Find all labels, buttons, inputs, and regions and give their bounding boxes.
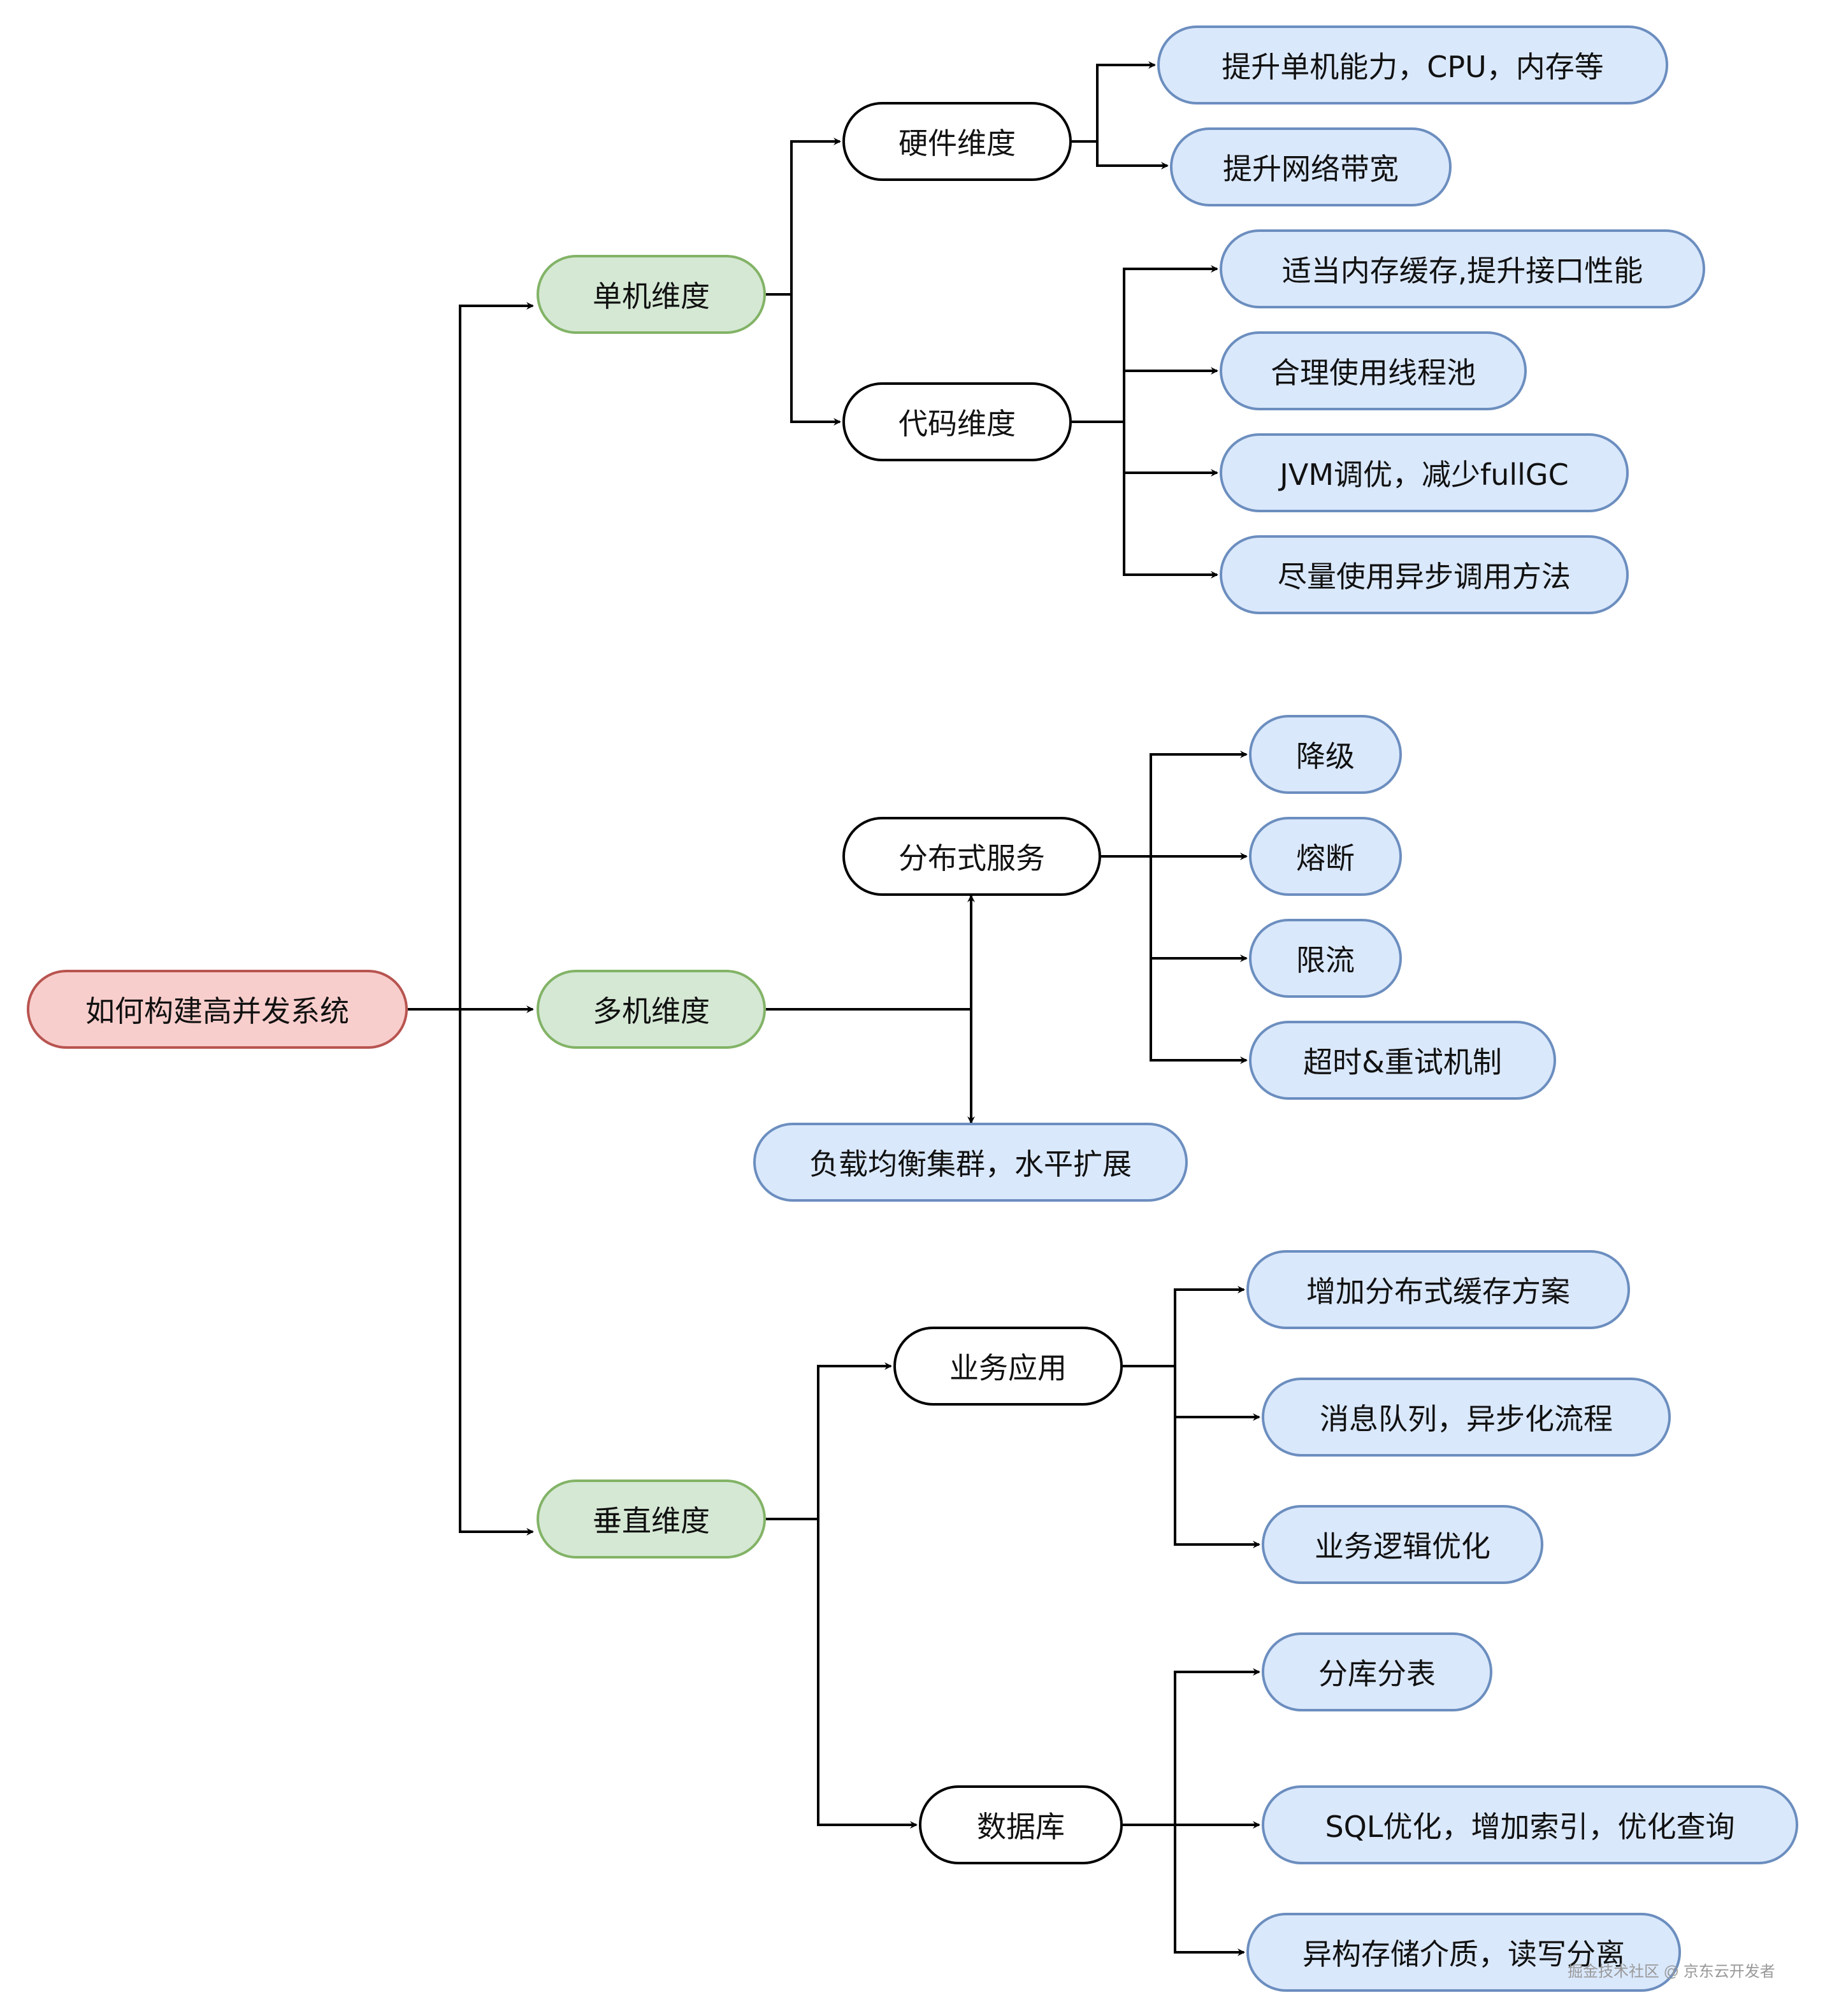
leaf-database-1[interactable]: 分库分表: [1262, 1632, 1492, 1711]
leaf-business-3[interactable]: 业务逻辑优化: [1262, 1505, 1543, 1584]
node-multi-machine-label: 多机维度: [593, 994, 710, 1028]
leaf-business-2[interactable]: 消息队列，异步化流程: [1262, 1378, 1671, 1457]
leaf-distributed-4-label: 超时&重试机制: [1303, 1045, 1502, 1079]
edge-root-single: [408, 302, 534, 1011]
leaf-code-1-label: 适当内存缓存,提升接口性能: [1281, 254, 1643, 288]
leaf-hardware-1-label: 提升单机能力，CPU，内存等: [1222, 50, 1604, 84]
leaf-distributed-2-label: 熔断: [1296, 841, 1355, 875]
leaf-business-2-label: 消息队列，异步化流程: [1320, 1402, 1613, 1436]
node-business[interactable]: 业务应用: [893, 1327, 1123, 1406]
node-business-label: 业务应用: [949, 1351, 1067, 1385]
node-distributed-label: 分布式服务: [898, 841, 1045, 875]
edge-single-hardware: [766, 138, 841, 296]
leaf-code-3[interactable]: JVM调优，减少fullGC: [1220, 433, 1629, 512]
edge-code-leaf-4: [1123, 422, 1218, 579]
node-single-machine-label: 单机维度: [593, 279, 710, 313]
watermark: 掘金技术社区 @ 京东云开发者: [1568, 1963, 1775, 1980]
node-code-label: 代码维度: [898, 407, 1016, 441]
leaf-distributed-1[interactable]: 降级: [1249, 715, 1402, 794]
leaf-code-4[interactable]: 尽量使用异步调用方法: [1220, 535, 1629, 614]
leaf-code-4-label: 尽量使用异步调用方法: [1278, 559, 1571, 594]
edge-business-leaf-2: [1174, 1366, 1260, 1421]
edge-business-leaf-1: [1123, 1286, 1245, 1367]
leaf-business-1[interactable]: 增加分布式缓存方案: [1246, 1250, 1630, 1329]
node-vertical-label: 垂直维度: [593, 1504, 710, 1538]
leaf-code-2-label: 合理使用线程池: [1271, 356, 1476, 390]
leaf-distributed-2[interactable]: 熔断: [1249, 817, 1402, 896]
leaf-hardware-2[interactable]: 提升网络带宽: [1170, 127, 1452, 206]
leaf-distributed-3[interactable]: 限流: [1249, 919, 1402, 998]
node-code[interactable]: 代码维度: [842, 382, 1072, 461]
leaf-hardware-1[interactable]: 提升单机能力，CPU，内存等: [1157, 25, 1668, 104]
edge-vertical-business: [766, 1362, 892, 1520]
edge-root-vertical: [459, 1009, 534, 1536]
node-database-label: 数据库: [977, 1810, 1065, 1844]
leaf-database-3[interactable]: 异构存储介质，读写分离: [1246, 1913, 1681, 1992]
edge-single-code: [790, 294, 841, 426]
node-distributed[interactable]: 分布式服务: [842, 817, 1101, 896]
leaf-database-2-label: SQL优化，增加索引，优化查询: [1325, 1810, 1735, 1844]
node-load-balance-label: 负载均衡集群，水平扩展: [809, 1147, 1132, 1181]
leaf-distributed-1-label: 降级: [1296, 739, 1355, 774]
node-load-balance[interactable]: 负载均衡集群，水平扩展: [753, 1123, 1188, 1202]
node-hardware[interactable]: 硬件维度: [842, 102, 1072, 181]
node-single-machine[interactable]: 单机维度: [537, 255, 766, 334]
node-multi-machine[interactable]: 多机维度: [537, 970, 766, 1049]
edge-distributed-leaf-1: [1101, 751, 1248, 858]
edge-hardware-leaf-1: [1072, 61, 1156, 143]
edge-database-leaf-3: [1174, 1825, 1245, 1956]
edge-database-leaf-1: [1123, 1668, 1260, 1826]
leaf-business-3-label: 业务逻辑优化: [1315, 1529, 1490, 1564]
leaf-business-1-label: 增加分布式缓存方案: [1306, 1274, 1570, 1309]
edge-business-leaf-3: [1174, 1417, 1260, 1548]
root-node[interactable]: 如何构建高并发系统: [27, 970, 408, 1049]
edge-code-leaf-1: [1072, 265, 1218, 423]
node-vertical[interactable]: 垂直维度: [537, 1480, 766, 1559]
leaf-database-3-label: 异构存储介质，读写分离: [1302, 1937, 1625, 1971]
root-node-label: 如何构建高并发系统: [85, 994, 349, 1028]
edge-hardware-leaf-2: [1096, 141, 1169, 169]
leaf-distributed-4[interactable]: 超时&重试机制: [1249, 1021, 1556, 1100]
leaf-code-1[interactable]: 适当内存缓存,提升接口性能: [1220, 229, 1705, 308]
edge-vertical-database: [817, 1519, 918, 1829]
leaf-code-3-label: JVM调优，减少fullGC: [1280, 457, 1569, 492]
edge-distributed-leaf-4: [1150, 958, 1248, 1064]
leaf-database-1-label: 分库分表: [1318, 1657, 1436, 1691]
leaf-distributed-3-label: 限流: [1296, 943, 1355, 977]
leaf-database-2[interactable]: SQL优化，增加索引，优化查询: [1262, 1785, 1798, 1864]
node-database[interactable]: 数据库: [919, 1785, 1123, 1864]
leaf-code-2[interactable]: 合理使用线程池: [1220, 331, 1527, 410]
node-hardware-label: 硬件维度: [898, 126, 1016, 161]
leaf-hardware-2-label: 提升网络带宽: [1223, 152, 1399, 186]
edge-distributed-leaf-3: [1150, 856, 1248, 962]
